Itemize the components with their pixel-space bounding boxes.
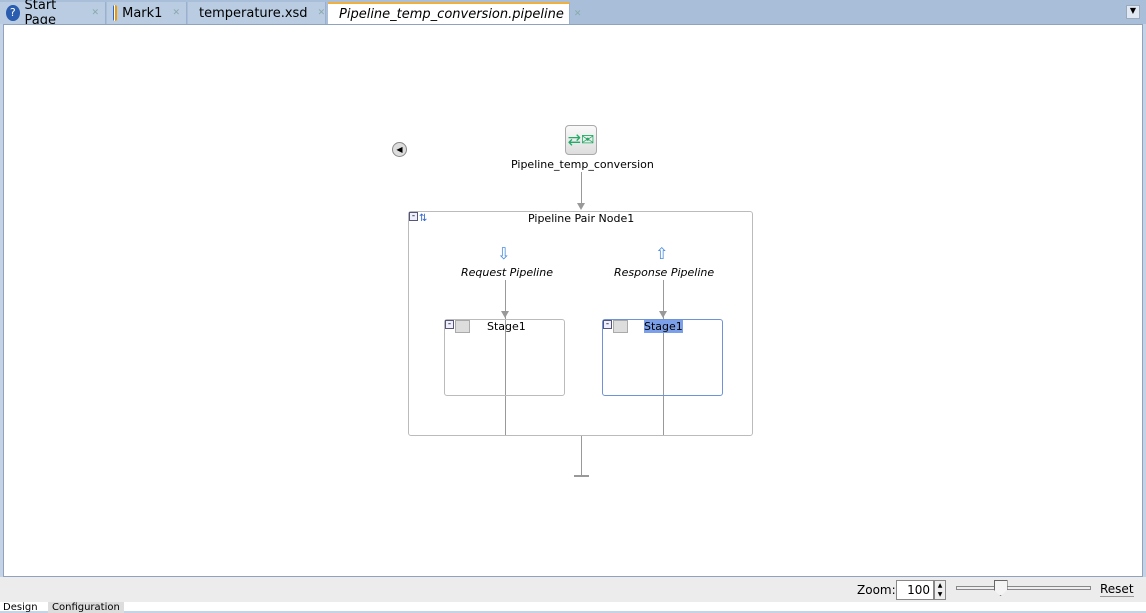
tab-label: temperature.xsd (199, 5, 308, 21)
proxy-label: Pipeline_temp_conversion (511, 158, 654, 171)
bottom-tabs: Design Configuration (0, 602, 1146, 613)
proxy-service-icon[interactable]: ⇄✉ (565, 125, 597, 155)
tab-configuration[interactable]: Configuration (48, 602, 124, 613)
zoom-input[interactable]: 100 (896, 580, 934, 600)
pipeline-pair-icon: ⇅ (419, 213, 428, 224)
close-icon[interactable]: ✕ (91, 8, 99, 18)
close-icon[interactable]: ✕ (317, 8, 326, 18)
flow-end-marker (574, 475, 589, 477)
response-stage[interactable] (602, 319, 723, 396)
stage-icon (613, 320, 628, 333)
tab-list-dropdown[interactable]: ▼ (1126, 5, 1140, 19)
tab-mark1[interactable]: Mark1 ✕ (107, 2, 187, 24)
zoom-stepper[interactable]: ▲▼ (934, 580, 946, 600)
tab-temperature-xsd[interactable]: temperature.xsd ✕ (188, 2, 326, 24)
tab-label: Pipeline_temp_conversion.pipeline (339, 6, 564, 22)
collapse-icon[interactable]: - (445, 320, 454, 329)
collapse-icon[interactable]: - (409, 212, 418, 221)
response-stage-label: Stage1 (644, 320, 683, 333)
close-icon[interactable]: ✕ (172, 8, 180, 18)
pipeline-pair-node[interactable] (408, 211, 753, 436)
collapse-toggle-icon[interactable]: ◀ (392, 142, 407, 157)
request-stage[interactable] (444, 319, 565, 396)
tab-design[interactable]: Design (3, 602, 38, 613)
response-arrow-icon: ⇧ (655, 244, 669, 263)
response-pipeline-label[interactable]: Response Pipeline (614, 266, 715, 279)
request-pipeline-label[interactable]: Request Pipeline (461, 266, 553, 279)
request-arrow-icon: ⇩ (497, 244, 511, 263)
zoom-label: Zoom: (857, 583, 896, 597)
flow-arrow (577, 203, 585, 210)
collapse-icon[interactable]: - (603, 320, 612, 329)
stage-icon (455, 320, 470, 333)
zoom-toolbar: Zoom: 100 ▲▼ Reset (0, 577, 1146, 602)
zoom-slider[interactable] (956, 586, 1091, 590)
request-stage-label: Stage1 (487, 320, 526, 333)
close-icon[interactable]: ✕ (573, 9, 582, 19)
help-icon: ? (6, 5, 20, 21)
zoom-slider-thumb[interactable] (993, 580, 1008, 596)
reset-button[interactable]: Reset (1100, 582, 1134, 597)
design-canvas[interactable] (3, 24, 1143, 577)
tab-label: Mark1 (122, 5, 163, 21)
tab-pipeline[interactable]: Pipeline_temp_conversion.pipeline ✕ (328, 2, 581, 24)
mark-icon (113, 5, 118, 21)
pair-node-label: Pipeline Pair Node1 (528, 212, 635, 225)
editor-tab-bar: ?Start Page✕ Mark1 ✕ temperature.xsd ✕ Pip… (0, 0, 1146, 28)
tab-start-page[interactable]: ?Start Page✕ (0, 0, 106, 28)
